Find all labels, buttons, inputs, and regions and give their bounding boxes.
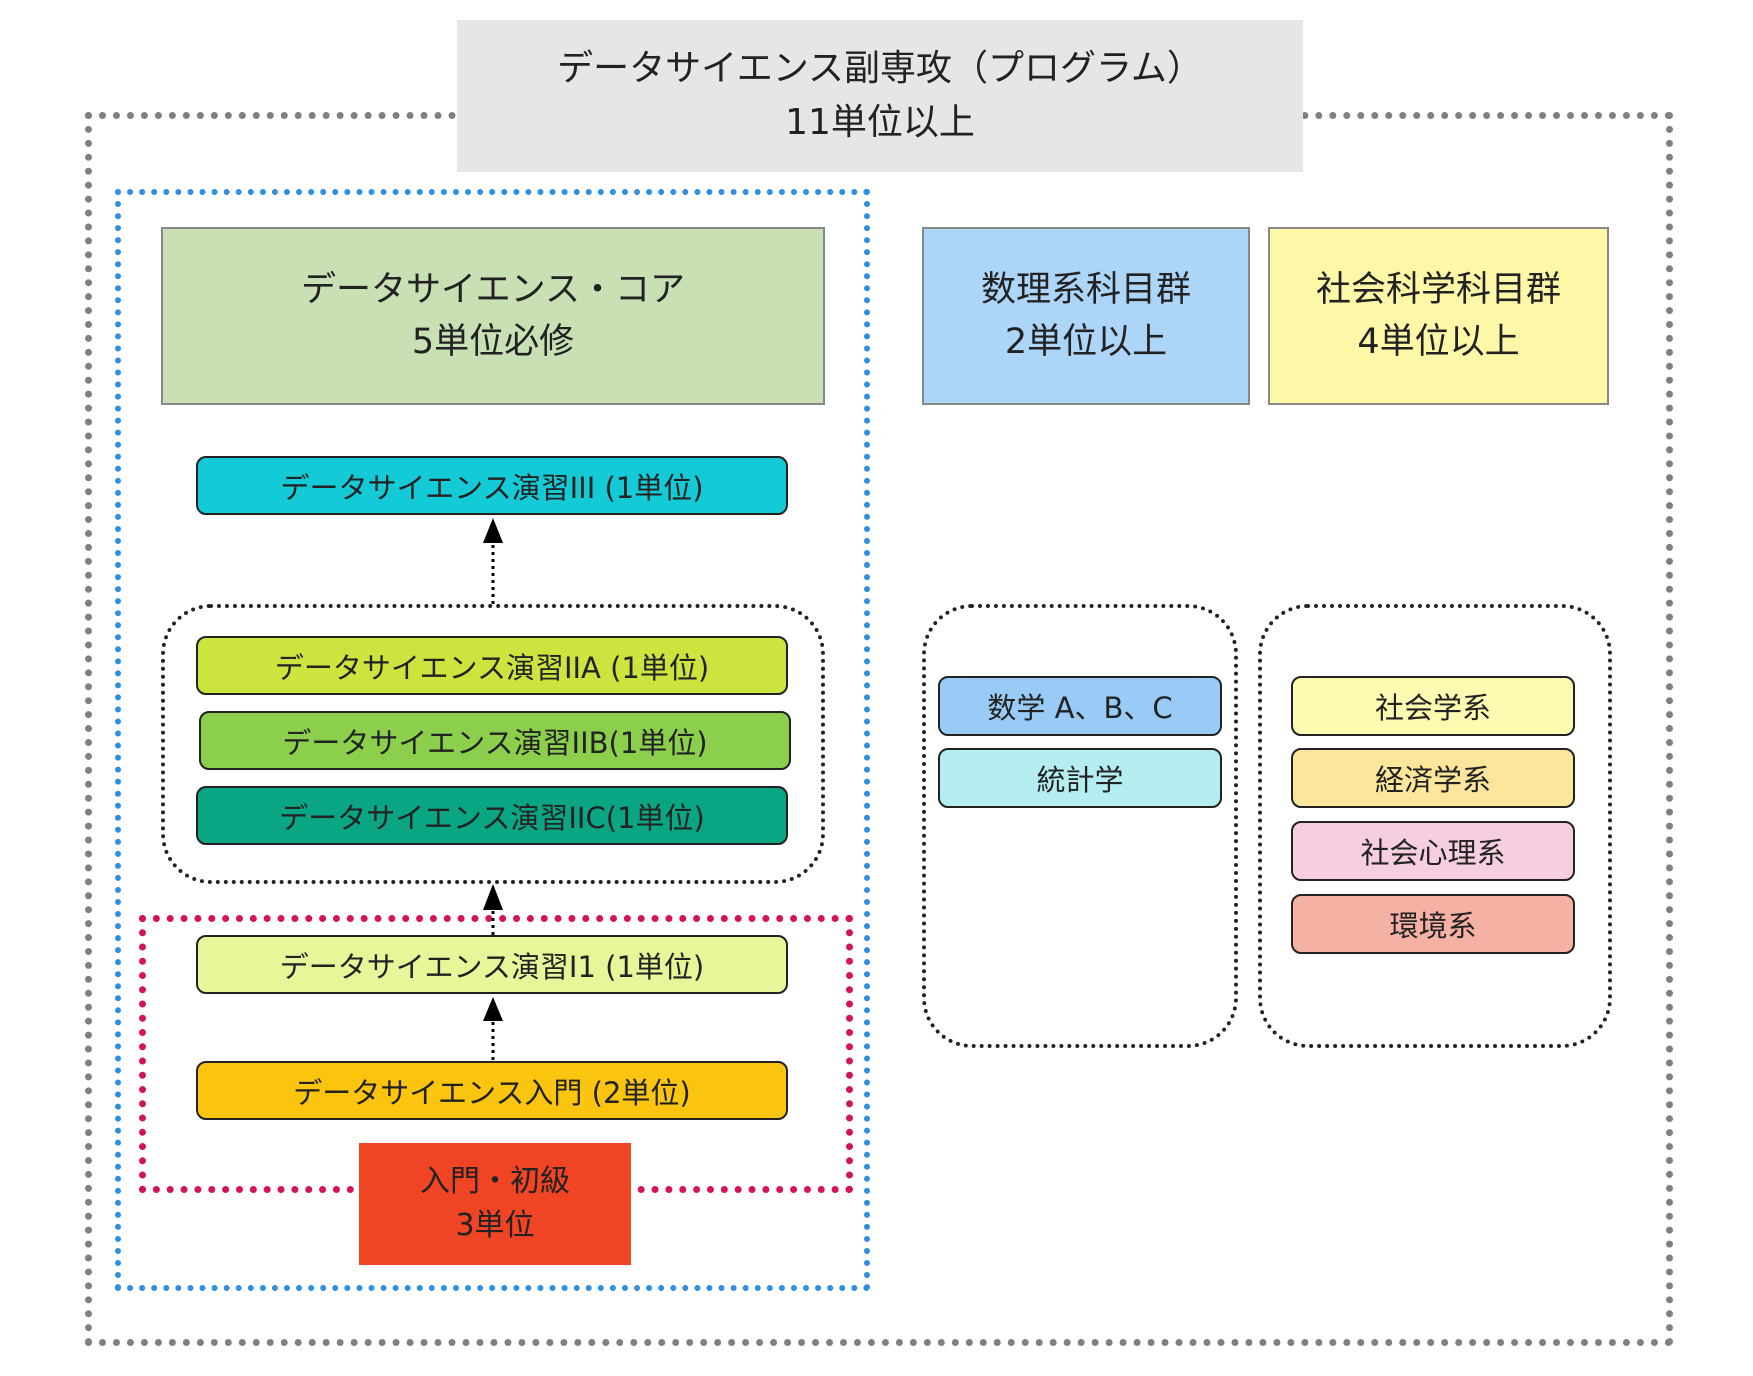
arrow-intro-to-ds1 [483, 997, 503, 1060]
course-ds2a: データサイエンス演習IIA (1単位) [196, 636, 788, 695]
ds2-group [161, 604, 825, 884]
social-header-line2: 4単位以上 [1357, 322, 1520, 362]
social-courses-group [1258, 604, 1612, 1048]
intro-level-line1: 入門・初級 [420, 1164, 570, 1199]
course-intro: データサイエンス入門 (2単位) [196, 1061, 788, 1120]
math-item-mathematics: 数学 A、B、C [938, 676, 1222, 736]
program-title: データサイエンス副専攻（プログラム） 11単位以上 [457, 20, 1303, 172]
social-item-economics: 経済学系 [1291, 748, 1575, 808]
social-header-line1: 社会科学科目群 [1315, 270, 1561, 310]
math-header: 数理系科目群 2単位以上 [922, 227, 1250, 405]
core-header-line2: 5単位必修 [411, 322, 575, 362]
arrow-ds2-to-ds3 [483, 518, 503, 604]
social-header: 社会科学科目群 4単位以上 [1268, 227, 1609, 405]
course-ds3: データサイエンス演習III (1単位) [196, 456, 788, 515]
program-title-line2: 11単位以上 [785, 102, 975, 143]
program-title-line1: データサイエンス副専攻（プログラム） [557, 48, 1203, 89]
intro-level-line2: 3単位 [455, 1208, 535, 1243]
math-header-line2: 2単位以上 [1004, 322, 1168, 362]
core-header-line1: データサイエンス・コア [301, 270, 685, 310]
course-ds2b: データサイエンス演習IIB(1単位) [199, 711, 791, 770]
arrow-ds1-to-ds2 [483, 884, 503, 935]
core-frame [115, 189, 870, 1291]
math-item-statistics: 統計学 [938, 748, 1222, 808]
math-header-line1: 数理系科目群 [980, 270, 1191, 310]
social-item-sociology: 社会学系 [1291, 676, 1575, 736]
math-courses-group [922, 604, 1238, 1048]
social-item-environment: 環境系 [1291, 894, 1575, 954]
intro-level-label: 入門・初級 3単位 [359, 1143, 631, 1265]
course-ds2c: データサイエンス演習IIC(1単位) [196, 786, 788, 845]
course-ds1: データサイエンス演習I1 (1単位) [196, 935, 788, 994]
core-header: データサイエンス・コア 5単位必修 [161, 227, 825, 405]
social-item-social-psychology: 社会心理系 [1291, 821, 1575, 881]
